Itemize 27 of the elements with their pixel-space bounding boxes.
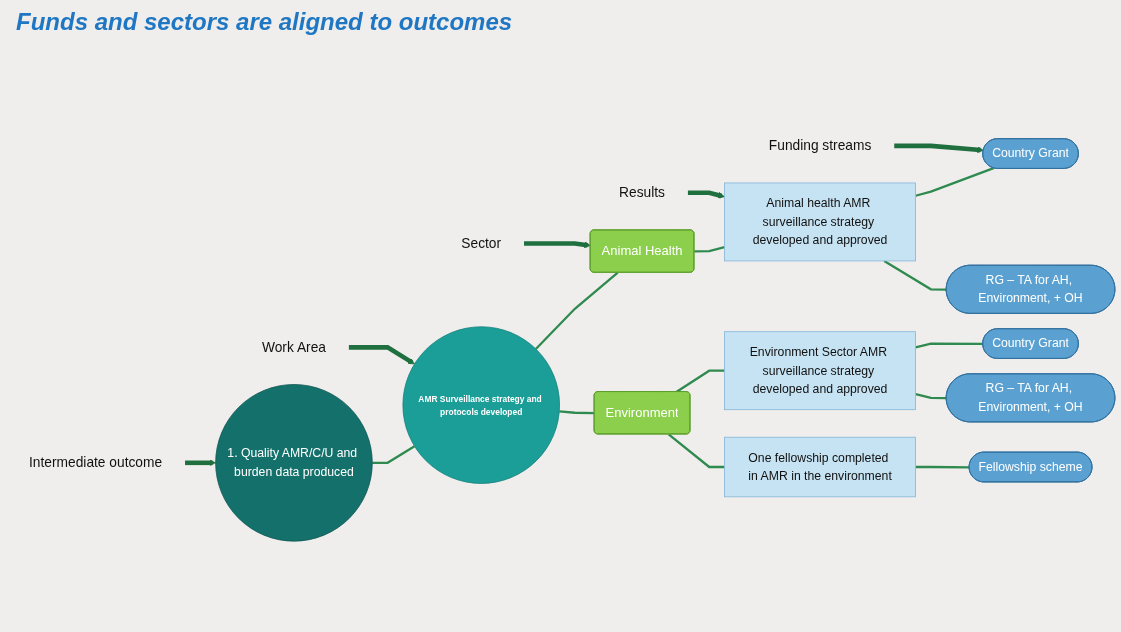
node-text: Funding streams — [768, 137, 872, 154]
node-text: Results — [619, 184, 665, 200]
node-text: Intermediate outcome — [29, 454, 163, 470]
node-box: Animal health AMR surveillance strategy developed and approved — [724, 182, 916, 262]
connector — [535, 271, 619, 350]
arrow — [894, 143, 984, 153]
node-circle: 1. Quality AMR/C/U and burden data produced — [215, 383, 373, 542]
arrow — [524, 241, 591, 248]
connector — [915, 342, 984, 349]
connector — [915, 465, 970, 469]
arrow — [185, 459, 216, 467]
node-text: Sector — [461, 235, 502, 251]
connector — [883, 259, 947, 291]
node-circle: AMR Surveillance strategy and protocols developed — [402, 326, 560, 484]
connector — [694, 245, 725, 253]
connector — [667, 433, 725, 468]
connector — [915, 166, 994, 197]
node-box: One fellowship completed in AMR in the environment — [724, 436, 916, 498]
connector — [372, 445, 416, 464]
connector — [559, 410, 595, 415]
node-text: Work Area — [261, 339, 326, 355]
node-box: Environment Sector AMR surveillance strategy developed and approved — [724, 331, 916, 410]
diagram-title: Funds and sectors are aligned to outcomes — [16, 8, 514, 36]
arrow — [687, 190, 725, 199]
arrow — [348, 344, 415, 365]
connector — [915, 392, 947, 400]
connector — [675, 369, 725, 393]
